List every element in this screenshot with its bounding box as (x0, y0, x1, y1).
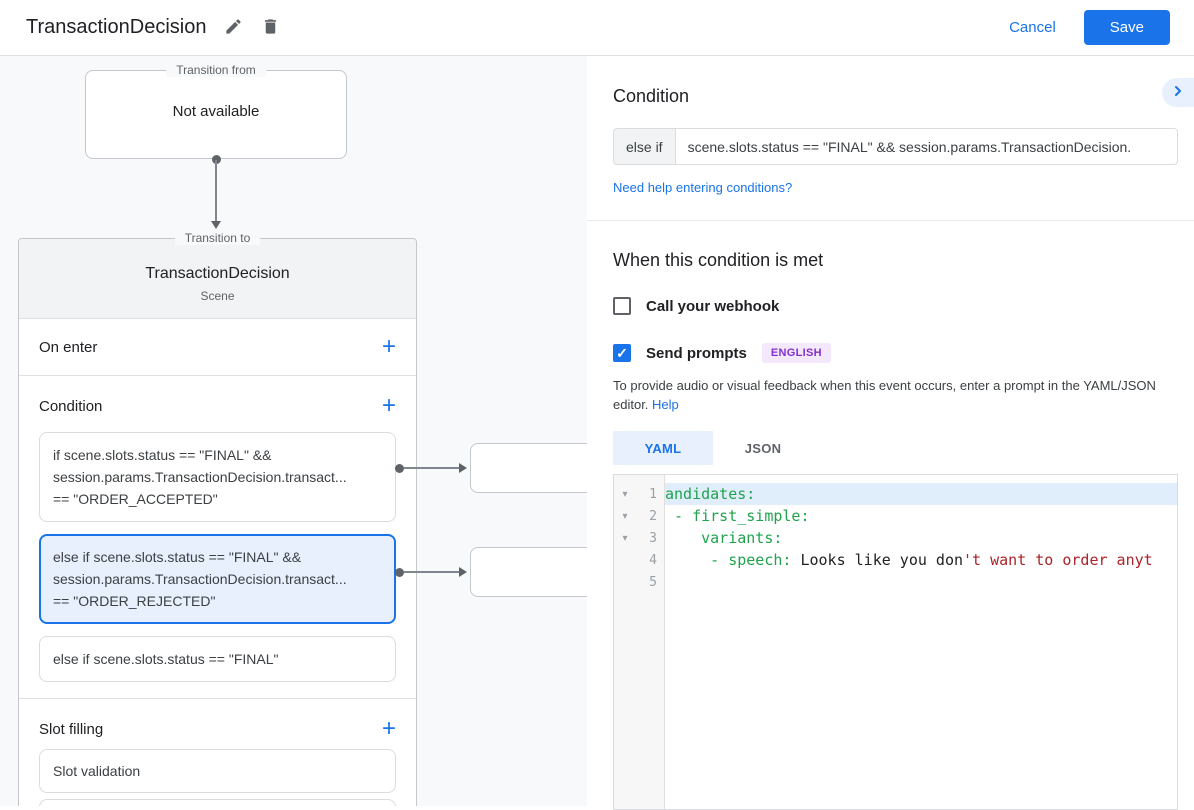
condition-prefix-label: else if (613, 128, 675, 165)
transition-target-box[interactable] (470, 443, 587, 493)
code-line: - first_simple: (665, 507, 810, 525)
condition-section: Condition + if scene.slots.status == "FI… (19, 376, 416, 699)
pencil-icon (224, 17, 243, 39)
editor-tabs: YAML JSON (613, 431, 1178, 465)
feedback-text-body: To provide audio or visual feedback when… (613, 378, 1156, 412)
condition-text: session.params.TransactionDecision.trans… (53, 469, 347, 485)
slot-filling-label: Slot filling (39, 720, 104, 738)
slot-filling-section: Slot filling + Slot validation (19, 699, 416, 806)
line-number: 5 (649, 574, 657, 590)
line-number: 2 (649, 508, 657, 524)
condition-panel-heading: Condition (613, 86, 690, 106)
condition-text: == "ORDER_REJECTED" (53, 593, 216, 609)
fold-toggle-icon[interactable]: ▾ (622, 510, 628, 522)
code-line: variants: (665, 529, 783, 547)
scene-subtitle: Scene (200, 289, 235, 303)
yaml-editor: ▾ 1 ▾ 2 ▾ 3 4 5 andidates: - first_simple: … (613, 474, 1178, 810)
save-button[interactable]: Save (1083, 10, 1170, 45)
check-icon: ✓ (616, 345, 628, 361)
page-title: TransactionDecision (26, 16, 207, 38)
scene-title: TransactionDecision (145, 265, 290, 282)
fold-toggle-icon[interactable]: ▾ (622, 532, 628, 544)
chevron-right-icon (1172, 85, 1184, 100)
language-badge: ENGLISH (761, 343, 831, 363)
editor-gutter: ▾ 1 ▾ 2 ▾ 3 4 5 (614, 475, 665, 809)
code-line: - speech: Looks like you don't want to o… (665, 551, 1153, 569)
condition-text: == "ORDER_ACCEPTED" (53, 491, 218, 507)
line-number: 3 (649, 530, 657, 546)
condition-card-final[interactable]: else if scene.slots.status == "FINAL" (39, 636, 396, 682)
condition-text: if scene.slots.status == "FINAL" && (53, 447, 272, 463)
condition-card-accepted[interactable]: if scene.slots.status == "FINAL" && sess… (39, 432, 396, 522)
connector-dot (212, 155, 221, 164)
transition-to-card: Transition to TransactionDecision Scene … (18, 231, 417, 806)
on-enter-row: On enter + (19, 319, 416, 376)
call-webhook-label: Call your webhook (646, 297, 780, 315)
add-slot-button[interactable]: + (381, 715, 396, 742)
top-bar: TransactionDecision Cancel Save (0, 0, 1194, 56)
tab-json[interactable]: JSON (744, 440, 782, 456)
call-webhook-checkbox[interactable] (613, 297, 631, 315)
transition-from-value: Not available (172, 103, 260, 120)
add-on-enter-button[interactable]: + (381, 333, 396, 360)
condition-card-rejected-selected[interactable]: else if scene.slots.status == "FINAL" &&… (39, 534, 396, 624)
condition-expression-input[interactable] (674, 128, 1178, 165)
feedback-help-link[interactable]: Help (652, 397, 679, 412)
editor-code-area[interactable]: andidates: - first_simple: variants: - s… (665, 475, 1177, 809)
line-number: 4 (649, 552, 657, 568)
connector-line (215, 160, 217, 221)
transition-to-legend: Transition to (174, 231, 261, 245)
transition-from-legend: Transition from (166, 63, 266, 77)
conditions-help-link[interactable]: Need help entering conditions? (613, 180, 793, 195)
transition-from-box: Transition from Not available (85, 63, 347, 159)
scene-diagram-canvas: Transition from Not available Transition… (0, 56, 587, 806)
trash-icon (261, 17, 280, 39)
connector-line (404, 571, 459, 573)
slot-validation-card[interactable]: Slot validation (39, 749, 396, 793)
edit-title-button[interactable] (224, 17, 243, 39)
condition-section-label: Condition (39, 397, 103, 415)
scene-header: TransactionDecision Scene (19, 239, 416, 319)
divider (587, 220, 1194, 221)
line-number: 1 (649, 486, 657, 502)
condition-text: else if scene.slots.status == "FINAL" && (53, 549, 302, 565)
connector-dot (395, 568, 404, 577)
condition-detail-panel: Condition else if Need help entering con… (587, 56, 1194, 810)
feedback-text: To provide audio or visual feedback when… (613, 376, 1173, 414)
arrow-down-icon (211, 221, 221, 229)
condition-text: session.params.TransactionDecision.trans… (53, 571, 347, 587)
code-line (665, 571, 1177, 593)
add-condition-button[interactable]: + (381, 392, 396, 419)
on-enter-label: On enter (39, 338, 98, 356)
send-prompts-label: Send prompts (646, 344, 747, 362)
cancel-button[interactable]: Cancel (1009, 19, 1056, 36)
send-prompts-checkbox[interactable]: ✓ (613, 344, 631, 362)
connector-line (404, 467, 459, 469)
fold-toggle-icon[interactable]: ▾ (622, 488, 628, 500)
transition-target-box[interactable] (470, 547, 587, 597)
delete-scene-button[interactable] (261, 17, 280, 39)
arrow-right-icon (459, 463, 467, 473)
tab-yaml[interactable]: YAML (613, 431, 713, 465)
partial-card (39, 799, 396, 806)
when-condition-heading: When this condition is met (613, 250, 824, 270)
collapse-panel-button[interactable] (1162, 78, 1194, 107)
condition-text: else if scene.slots.status == "FINAL" (53, 651, 279, 667)
code-line: andidates: (665, 483, 1177, 505)
arrow-right-icon (459, 567, 467, 577)
connector-dot (395, 464, 404, 473)
